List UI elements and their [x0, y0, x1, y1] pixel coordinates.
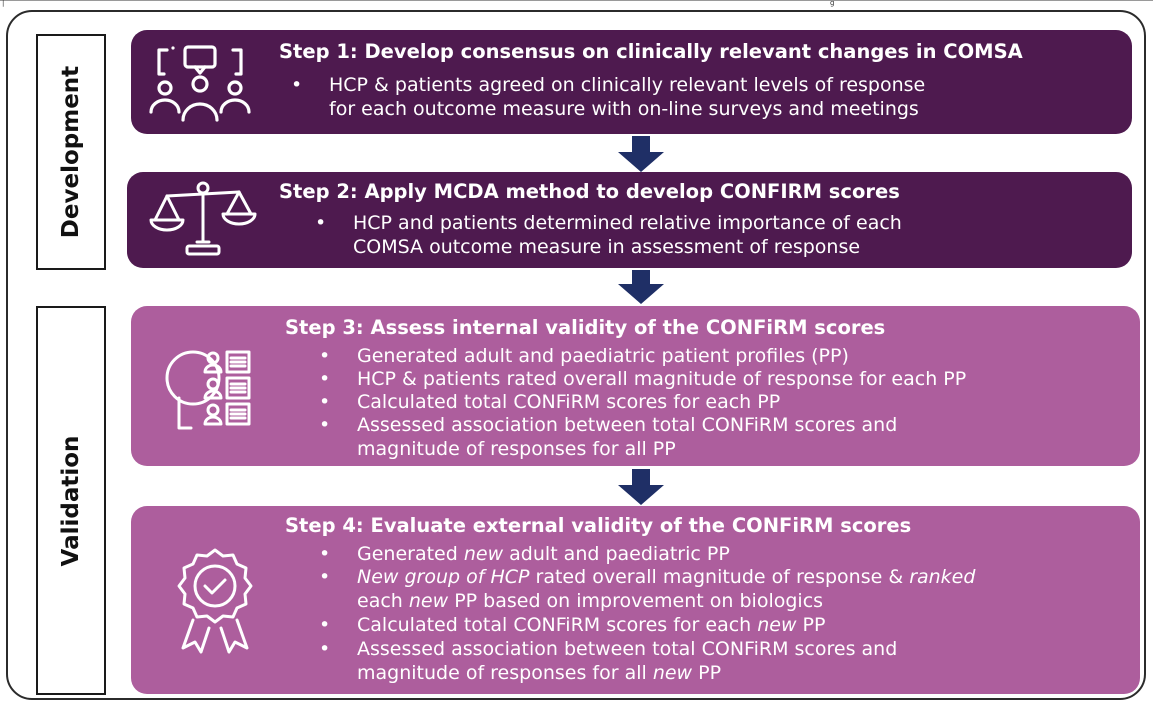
bullet-dot: • — [319, 345, 331, 367]
bullet-dot: • — [319, 614, 331, 636]
step-1-box: Step 1: Develop consensus on clinically … — [131, 30, 1132, 134]
step-3-bullet-3: • Calculated total CONFiRM scores for ea… — [319, 390, 781, 414]
bullet-text: Calculated total CONFiRM scores for each… — [357, 391, 781, 413]
step-2-title: Step 2: Apply MCDA method to develop CON… — [279, 180, 900, 203]
bullet-text: PP — [796, 614, 826, 636]
bullet-dot: • — [319, 414, 331, 436]
down-arrow-1 — [618, 136, 664, 172]
bullet-dot: • — [315, 212, 327, 234]
bullet-text: Generated — [357, 543, 464, 565]
bullet-text: each — [357, 590, 409, 612]
step-4-bullet-4: • Assessed association between total CON… — [319, 637, 898, 685]
bullet-text: HCP & patients rated overall magnitude o… — [357, 368, 967, 390]
bullet-text: rated overall magnitude of response & — [529, 566, 910, 588]
top-border-line — [0, 0, 1153, 1]
award-badge-icon — [177, 548, 253, 654]
bullet-dot: • — [319, 543, 331, 565]
bullet-emphasis: ranked — [909, 566, 976, 588]
bullet-dot: • — [319, 566, 331, 588]
bullet-text: magnitude of responses for all — [357, 662, 653, 684]
people-discussion-icon — [149, 45, 251, 122]
bullet-emphasis: new — [757, 614, 797, 636]
bullet-text-line-1: HCP and patients determined relative imp… — [353, 212, 902, 234]
balance-scale-icon — [149, 181, 257, 256]
bullet-text-line-2: for each outcome measure with on-line su… — [329, 98, 919, 120]
bullet-emphasis: New group of HCP — [357, 566, 530, 588]
bullet-dot: • — [319, 368, 331, 390]
step-2-bullet-1: • HCP and patients determined relative i… — [315, 211, 902, 259]
bullet-text: Calculated total CONFiRM scores for each — [357, 614, 758, 636]
bullet-text-line-2: COMSA outcome measure in assessment of r… — [353, 236, 861, 258]
bullet-text-line-1: HCP & patients agreed on clinically rele… — [329, 74, 926, 96]
top-edge-text: g — [830, 0, 835, 7]
top-edge-mark: | — [2, 0, 5, 7]
step-3-title: Step 3: Assess internal validity of the … — [285, 316, 886, 339]
development-phase-label: Development — [58, 65, 84, 239]
development-phase-box: Development — [36, 34, 106, 270]
bullet-dot: • — [291, 74, 303, 96]
step-3-bullet-2: • HCP & patients rated overall magnitude… — [319, 367, 967, 391]
bullet-dot: • — [319, 391, 331, 413]
bullet-emphasis: new — [408, 590, 449, 612]
bullet-emphasis: new — [463, 543, 504, 565]
step-3-bullet-1: • Generated adult and paediatric patient… — [319, 344, 849, 368]
step-1-title: Step 1: Develop consensus on clinically … — [279, 40, 1023, 63]
bullet-text-line-2: magnitude of responses for all PP — [357, 438, 676, 460]
step-1-bullet-1: • HCP & patients agreed on clinically re… — [291, 73, 926, 121]
bullet-text: adult and paediatric PP — [503, 543, 730, 565]
bullet-text-line-1: Assessed association between total CONFi… — [357, 414, 898, 436]
validation-phase-label: Validation — [58, 435, 84, 566]
step-4-bullet-1: • Generated new adult and paediatric PP — [319, 542, 730, 566]
bullet-dot: • — [319, 638, 331, 660]
outer-frame — [6, 10, 1146, 700]
down-arrow-3 — [618, 469, 664, 505]
bullet-text-line-1: Assessed association between total CONFi… — [357, 638, 898, 660]
bullet-text: PP based on improvement on biologics — [448, 590, 824, 612]
step-4-bullet-3: • Calculated total CONFiRM scores for ea… — [319, 613, 826, 637]
validation-phase-box: Validation — [36, 306, 106, 695]
step-3-box: Step 3: Assess internal validity of the … — [131, 306, 1140, 466]
step-4-box: Step 4: Evaluate external validity of th… — [131, 506, 1140, 694]
bullet-emphasis: new — [652, 662, 693, 684]
step-4-title: Step 4: Evaluate external validity of th… — [285, 514, 912, 537]
step-4-bullet-2: • New group of HCP rated overall magnitu… — [319, 565, 976, 613]
search-profiles-icon — [165, 350, 251, 430]
step-2-box: Step 2: Apply MCDA method to develop CON… — [127, 172, 1132, 268]
bullet-text: PP — [692, 662, 722, 684]
step-3-bullet-4: • Assessed association between total CON… — [319, 413, 898, 461]
bullet-text: Generated adult and paediatric patient p… — [357, 345, 849, 367]
down-arrow-2 — [618, 270, 664, 304]
